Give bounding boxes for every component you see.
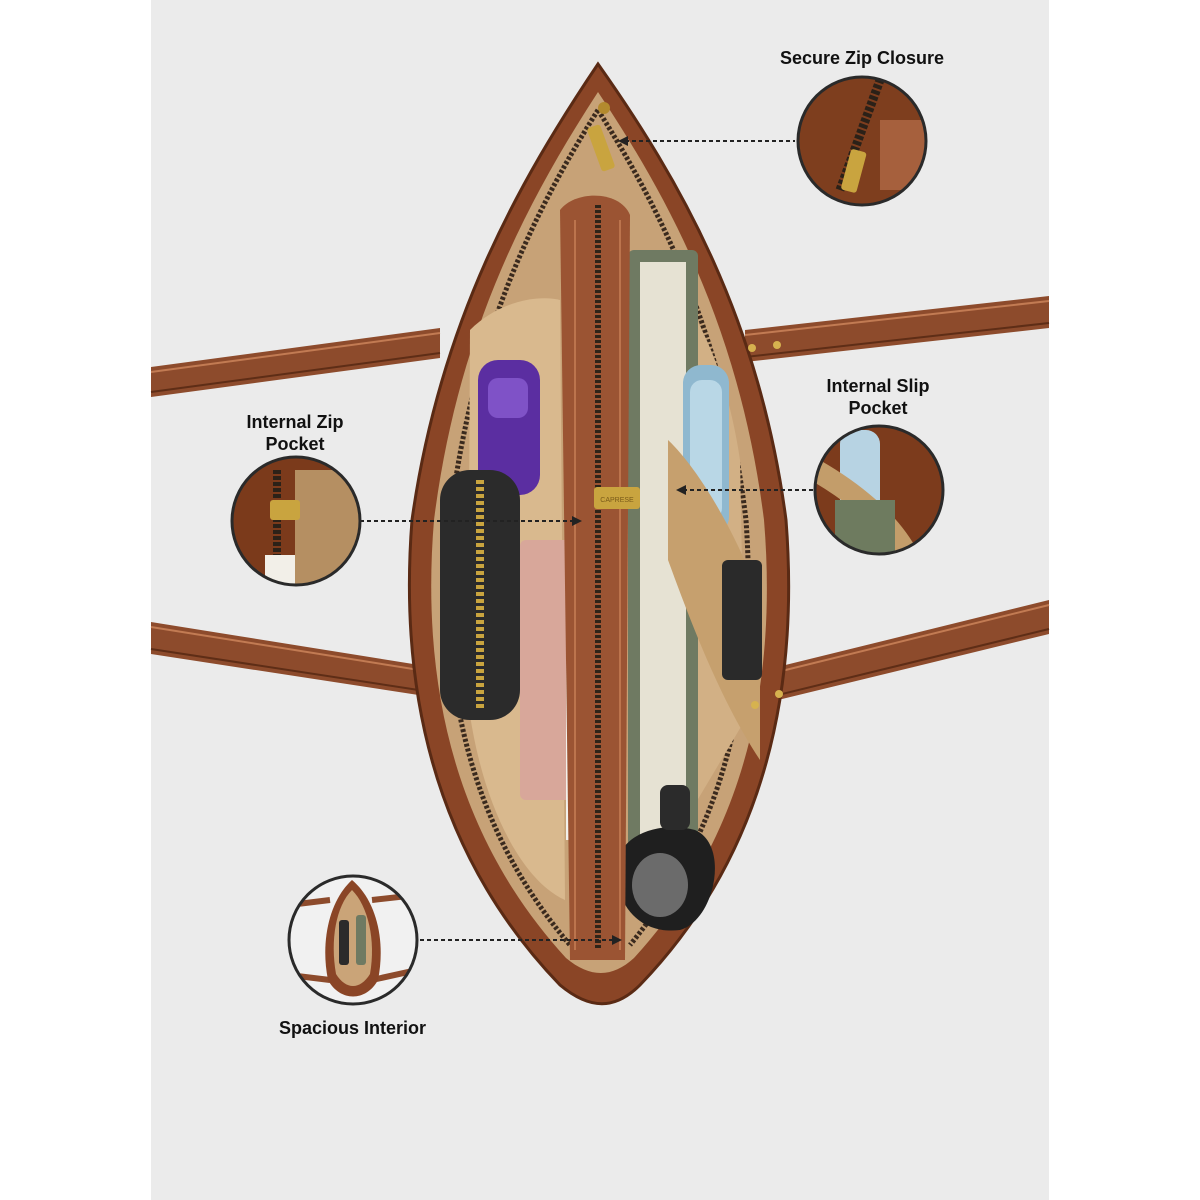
bag-contents	[440, 250, 762, 931]
callout-label-spacious-interior: Spacious Interior	[278, 1018, 427, 1038]
zip-puller-top	[587, 102, 615, 172]
zoom-slip-pocket	[813, 424, 945, 556]
zoom-secure-zip	[796, 75, 928, 207]
middle-zip-divider	[560, 195, 630, 960]
callout-label-secure-zip: Secure Zip Closure	[779, 48, 945, 68]
callout-connectors	[360, 140, 813, 941]
callout-label-slip-pocket: Internal Slip Pocket	[826, 376, 930, 418]
zip-puller-brand-text: CAPRESE	[600, 497, 634, 504]
zip-puller-middle: CAPRESE	[594, 487, 640, 509]
zoom-zip-pocket	[230, 455, 362, 587]
callout-label-zip-pocket: Internal Zip Pocket	[246, 412, 344, 454]
strap-upper	[150, 296, 1050, 397]
zoom-spacious-interior	[287, 874, 419, 1006]
callout-arrowheads	[572, 136, 686, 945]
strap-rivets	[748, 341, 783, 709]
strap-lower	[150, 600, 1050, 708]
